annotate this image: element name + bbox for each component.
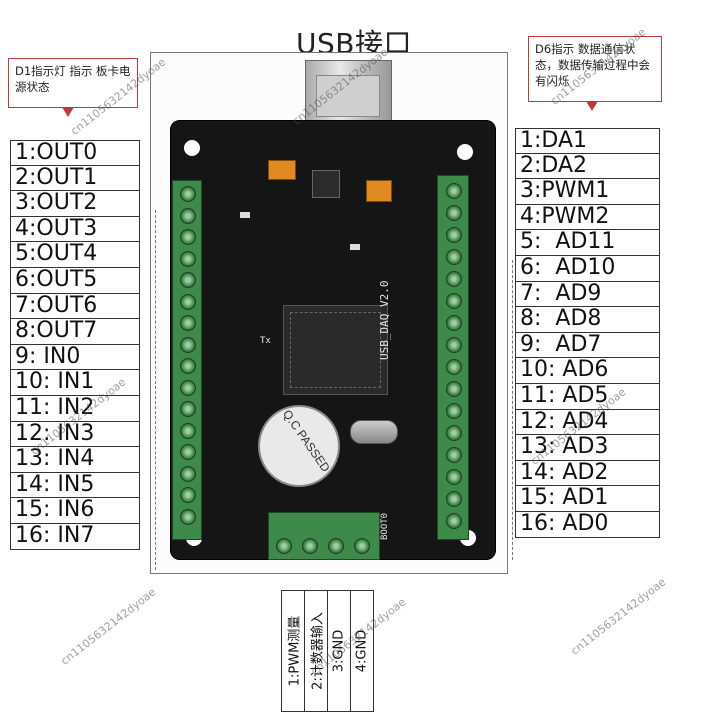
screw-terminal [180,508,196,525]
screw-terminal [180,315,196,331]
dimension-line-left [155,210,156,570]
left-pin-label: 7:OUT6 [10,293,140,320]
bottom-pin-cell: 1:PWM测量 [281,590,305,712]
screw-terminal [446,249,462,265]
screw-terminal [446,469,462,485]
screw-terminal [276,538,292,554]
left-pin-label: 12: IN3 [10,421,140,448]
bottom-pin-label: 1:PWM测量 [287,615,303,687]
screw-terminal [446,337,462,353]
tx-label: Tx [260,336,271,346]
screw-terminal [180,186,196,202]
screw-terminal [446,381,462,397]
mounting-hole [184,140,200,156]
capacitor-c6 [268,160,296,180]
screw-terminal [446,271,462,287]
left-pin-label: 13: IN4 [10,447,140,473]
led-d6 [350,244,360,250]
microcontroller-chip [283,305,388,395]
left-pin-label: 10: IN1 [10,370,140,396]
right-pin-label: 14: AD2 [515,460,660,487]
screw-terminal [446,205,462,221]
right-pin-label: 12: AD4 [515,409,660,436]
left-pin-label: 14: IN5 [10,472,140,499]
regulator [312,170,340,198]
right-pin-label: 11: AD5 [515,383,660,410]
left-pin-label: 4:OUT3 [10,216,140,243]
screw-terminal [302,538,318,554]
bottom-pin-cell: 4:GND [350,590,374,712]
right-pin-label: 5: AD11 [515,230,660,256]
screw-terminal [180,250,196,267]
screw-terminal [180,401,196,417]
screw-terminal [180,444,196,460]
screw-terminal [180,465,196,482]
screw-terminal [446,183,462,199]
screw-terminal [180,293,196,310]
screw-terminal [446,403,462,419]
left-pin-label: 2:OUT1 [10,165,140,192]
screw-terminal [180,358,196,374]
right-pin-label: 10: AD6 [515,358,660,384]
screw-terminal [180,207,196,224]
left-pin-label: 1:OUT0 [10,140,140,166]
left-pin-label: 5:OUT4 [10,242,140,268]
left-pin-label: 15: IN6 [10,498,140,524]
screw-terminal [180,379,196,396]
boot-label: BOOT0 [380,512,390,540]
mounting-hole [457,144,473,160]
watermark: cn1105632142dyoae [58,585,159,668]
screw-terminal [354,538,370,554]
screw-terminal [180,229,196,245]
screw-terminal [446,293,462,309]
screw-terminal [446,359,462,375]
capacitor-c14 [366,180,392,202]
left-pin-label: 9: IN0 [10,344,140,371]
screw-terminal [446,315,462,331]
screw-terminal [180,422,196,439]
dimension-line-right [512,260,513,560]
left-pin-label: 11: IN2 [10,395,140,422]
callout-comm-led: D6指示 数据通信状态，数据传输过程中会有闪烁 [528,36,662,102]
screw-terminal [446,491,462,507]
right-pin-label: 8: AD8 [515,307,660,333]
left-pin-label: 16: IN7 [10,523,140,550]
left-pin-label: 3:OUT2 [10,191,140,217]
right-pin-label: 9: AD7 [515,332,660,359]
board-model-label: USB_DAQ V2.0 [378,280,391,360]
left-pin-label: 8:OUT7 [10,319,140,345]
crystal-oscillator [350,420,398,444]
bottom-pin-label: 2:计数器输入 [310,612,326,690]
screw-terminal [180,336,196,353]
right-pin-label: 1:DA1 [515,128,660,154]
screw-terminal [328,538,344,554]
right-pin-label: 4:PWM2 [515,204,660,231]
screw-terminal [446,227,462,243]
callout-pointer-right [586,101,598,111]
screw-terminal [180,487,196,503]
bottom-pin-cell: 2:计数器输入 [304,590,328,712]
screw-terminal [446,513,462,529]
right-pin-label: 13: AD3 [515,435,660,461]
right-pin-label: 3:PWM1 [515,179,660,205]
left-pin-label: 6:OUT5 [10,267,140,294]
right-pin-label: 6: AD10 [515,255,660,282]
screw-terminal [446,447,462,463]
screw-terminal [180,272,196,288]
right-pin-label: 7: AD9 [515,281,660,308]
led-d1 [240,212,250,218]
right-pin-label: 15: AD1 [515,486,660,512]
right-pin-label: 2:DA2 [515,153,660,180]
callout-power-led: D1指示灯 指示 板卡电源状态 [8,58,138,108]
callout-pointer-left [62,107,74,117]
right-pin-label: 16: AD0 [515,511,660,538]
screw-terminal [446,425,462,441]
watermark: cn1105632142dyoae [568,575,669,658]
